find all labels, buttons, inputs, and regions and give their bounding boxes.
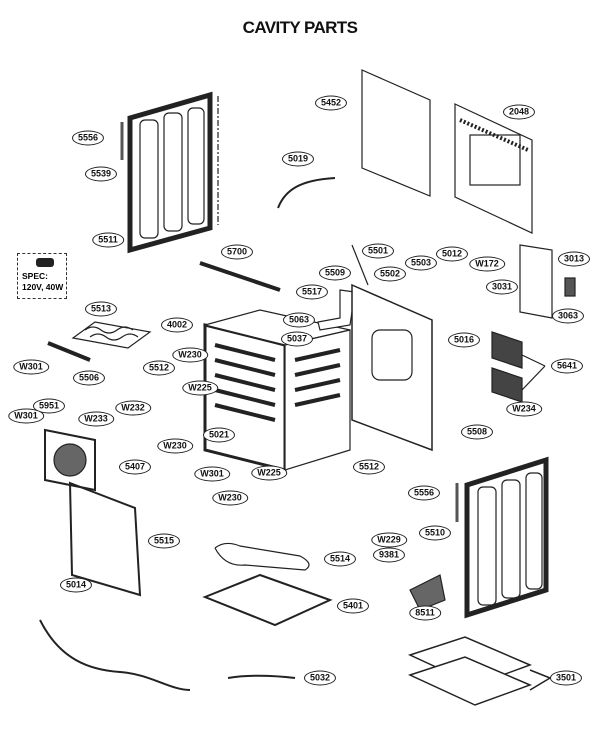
part-label-w230: W230	[172, 347, 208, 363]
part-3063	[564, 277, 576, 297]
part-label-w225: W225	[251, 465, 287, 481]
part-label-3063: 3063	[551, 308, 585, 324]
wiring-harness	[39, 619, 191, 691]
part-label-5032: 5032	[303, 670, 337, 686]
part-label-8511: 8511	[409, 605, 441, 621]
part-label-5401: 5401	[336, 598, 370, 614]
part-label-5509: 5509	[318, 265, 352, 281]
part-label-w234: W234	[506, 401, 542, 417]
spec-line-1: SPEC:	[22, 271, 48, 281]
part-label-5012: 5012	[435, 246, 469, 262]
part-label-5502: 5502	[373, 266, 407, 282]
part-label-3501: 3501	[549, 670, 583, 686]
part-label-5021: 5021	[202, 427, 236, 443]
lamp-icon	[36, 258, 54, 267]
part-label-w172: W172	[469, 256, 505, 272]
rear-cover	[454, 103, 533, 234]
part-label-5506: 5506	[72, 370, 106, 386]
part-label-4002: 4002	[160, 317, 194, 333]
oven-racks	[407, 636, 551, 706]
part-label-w232: W232	[115, 400, 151, 416]
convection-fan	[44, 428, 96, 492]
part-label-5515: 5515	[147, 533, 181, 549]
part-label-w301: W301	[194, 466, 230, 482]
back-panel	[361, 69, 431, 197]
part-label-5501: 5501	[361, 243, 395, 259]
part-label-5037: 5037	[280, 331, 314, 347]
part-label-5556: 5556	[407, 485, 441, 501]
part-label-5700: 5700	[220, 244, 254, 260]
part-label-w233: W233	[78, 411, 114, 427]
trim-5700	[199, 261, 281, 292]
part-label-w301: W301	[8, 408, 44, 424]
part-label-5512: 5512	[352, 459, 386, 475]
part-label-5556: 5556	[71, 130, 105, 146]
part-label-3013: 3013	[557, 251, 591, 267]
part-label-w230: W230	[157, 438, 193, 454]
part-label-5539: 5539	[84, 166, 118, 182]
hinge	[409, 574, 446, 611]
part-label-5016: 5016	[447, 332, 481, 348]
part-label-9381: 9381	[372, 547, 406, 563]
wire-5032	[227, 674, 296, 679]
relay-board-upper	[491, 331, 523, 369]
part-label-5517: 5517	[295, 284, 329, 300]
part-label-5508: 5508	[460, 424, 494, 440]
control-housing	[519, 244, 553, 319]
diagram-title: CAVITY PARTS	[242, 18, 358, 37]
part-label-5511: 5511	[92, 232, 124, 248]
wire-5019	[277, 177, 336, 209]
relay-board-lower	[491, 367, 523, 403]
side-panel	[351, 244, 433, 452]
spec-box: SPEC: 120V, 40W	[17, 253, 67, 299]
spec-line-2: 120V, 40W	[22, 282, 64, 292]
left-door-panel	[120, 91, 219, 254]
part-label-2048: 2048	[502, 104, 536, 120]
part-label-5514: 5514	[323, 551, 357, 567]
part-label-3031: 3031	[485, 279, 519, 295]
part-label-w230: W230	[212, 490, 248, 506]
part-label-5503: 5503	[404, 255, 438, 271]
right-door-panel	[455, 456, 549, 619]
rail-5506	[47, 341, 91, 362]
drawer-tray	[202, 573, 333, 627]
part-label-5063: 5063	[282, 312, 316, 328]
part-label-5407: 5407	[118, 459, 152, 475]
part-label-5951: 5951	[32, 398, 66, 414]
broil-element	[71, 321, 152, 349]
part-label-w301: W301	[13, 359, 49, 375]
part-label-5512: 5512	[142, 360, 176, 376]
part-label-w225: W225	[182, 380, 218, 396]
part-label-5019: 5019	[281, 151, 315, 167]
bake-element	[214, 542, 310, 571]
part-label-w229: W229	[371, 532, 407, 548]
part-label-5510: 5510	[418, 525, 452, 541]
part-label-5513: 5513	[84, 301, 118, 317]
part-label-5452: 5452	[314, 95, 348, 111]
part-label-5641: 5641	[550, 358, 584, 374]
part-label-5014: 5014	[59, 577, 93, 593]
door-gasket	[68, 481, 142, 597]
oven-cavity	[202, 309, 351, 472]
